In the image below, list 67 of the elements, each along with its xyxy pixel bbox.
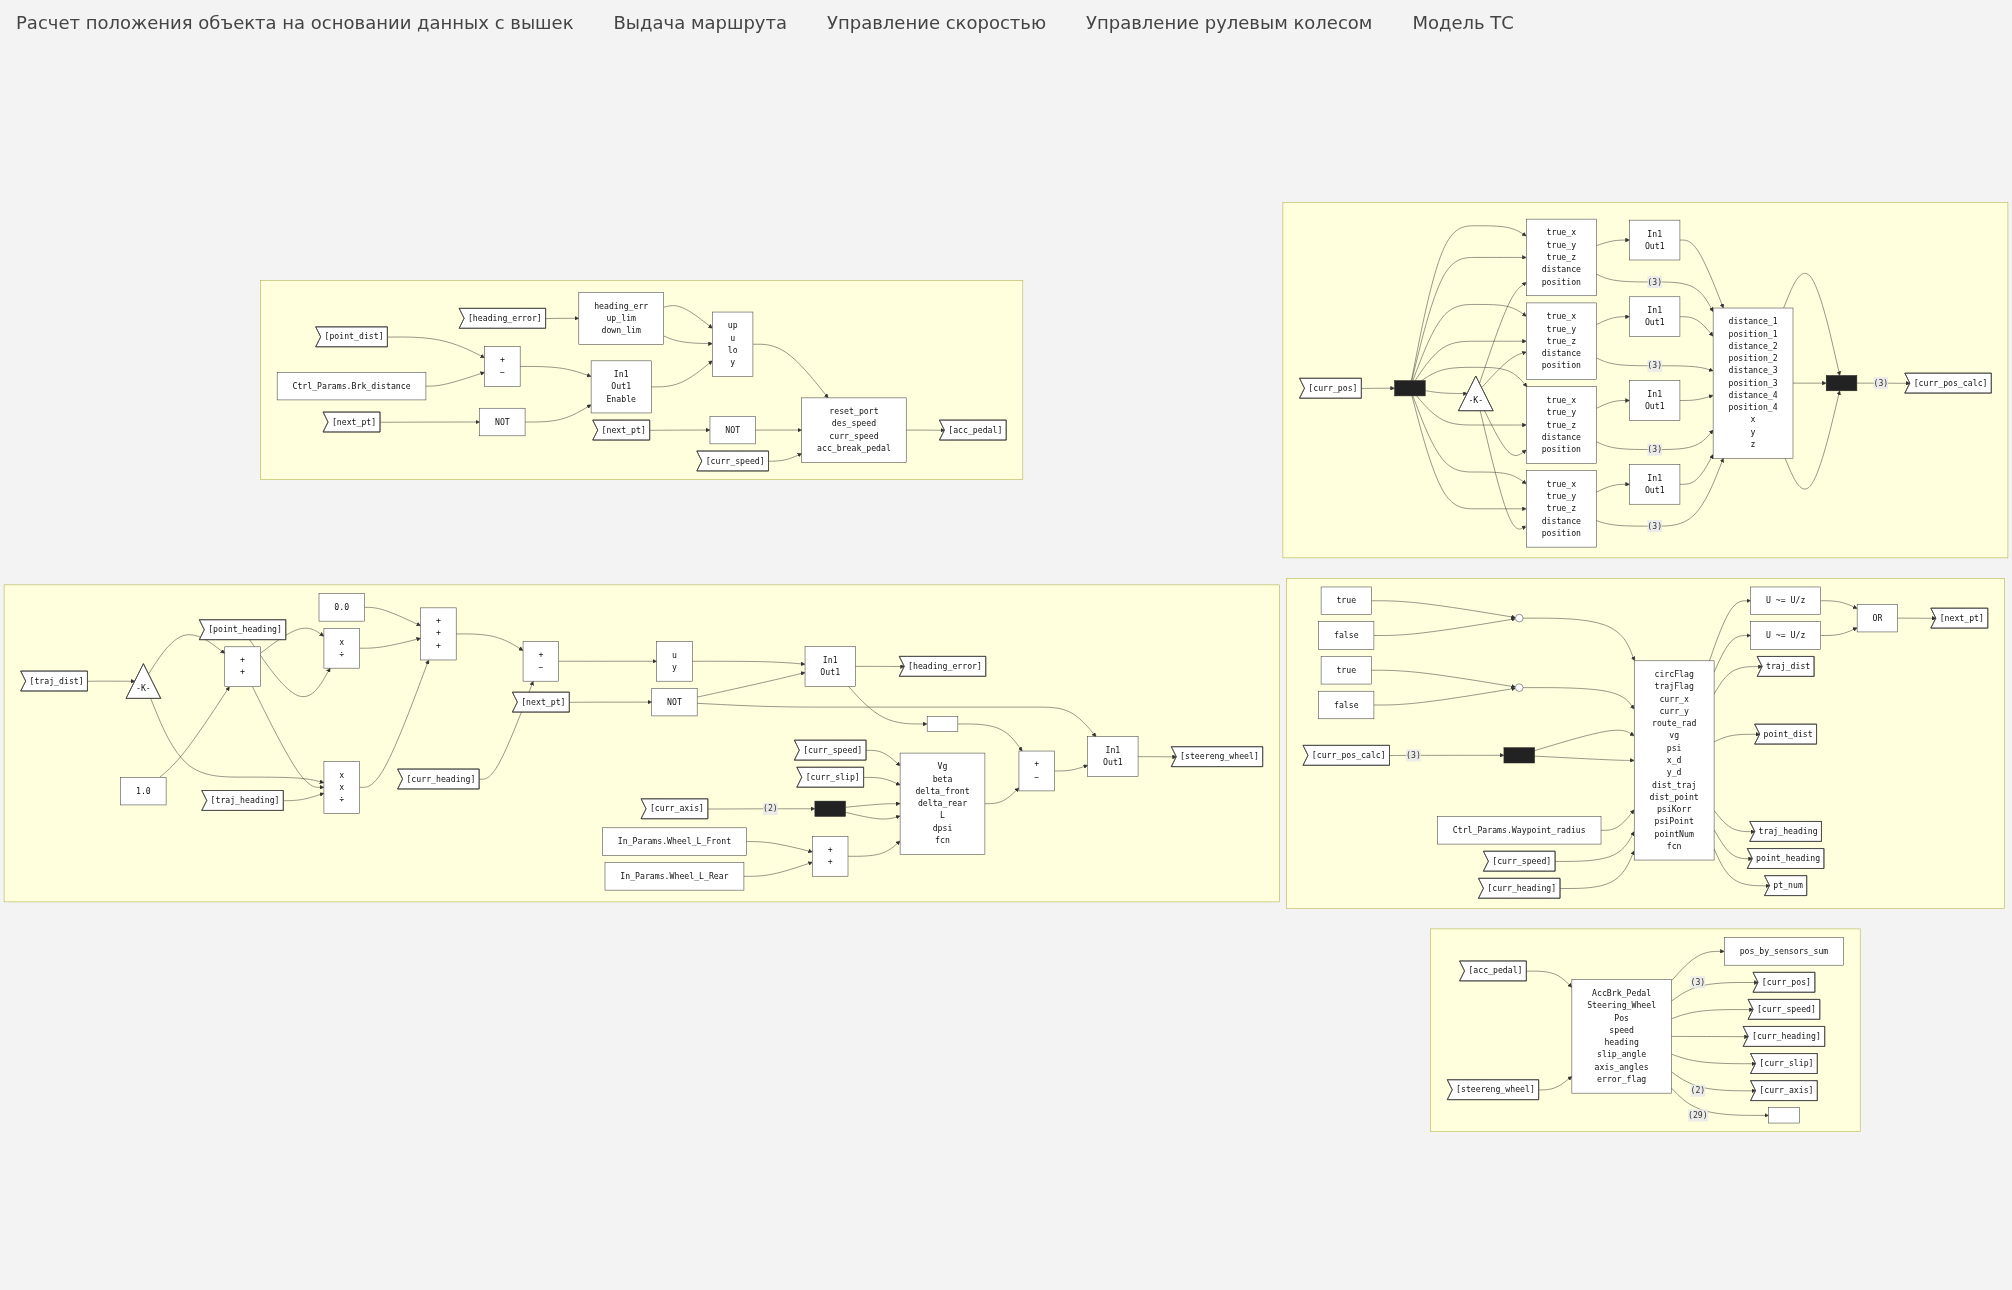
node-bar (1825, 375, 1858, 392)
node-box: Vg beta delta_front delta_rear L dpsi fcn (899, 752, 986, 855)
node-box: NOT (479, 407, 526, 437)
node-box: NOT (709, 416, 756, 445)
node-box: x x ÷ (323, 761, 360, 814)
node-box: In1 Out1 Enable (590, 360, 652, 414)
node-box: In_Params.Wheel_L_Rear (604, 862, 745, 891)
node-box (926, 716, 959, 732)
node-switch (1515, 614, 1524, 623)
section-heading: Управление рулевым колесом (1086, 11, 1373, 33)
edge-label: (3) (1647, 276, 1663, 287)
node-box: distance_1 position_1 distance_2 position_2 distance_3 position_3 distance_4 position_4 x y z (1712, 307, 1794, 459)
node-box: U ~= U/z (1750, 586, 1821, 615)
node-box: x ÷ (323, 628, 360, 669)
edge-label: (2) (1690, 1085, 1706, 1096)
node-box: In1 Out1 (804, 646, 856, 687)
node-box: + + + (420, 607, 457, 661)
node-box: In1 Out1 (1629, 464, 1681, 505)
node-box: AccBrk_Pedal Steering_Wheel Pos speed heading slip_angle axis_angles error_flag (1571, 979, 1672, 1094)
edge-label: (3) (1647, 444, 1663, 455)
edge-label: (3) (1406, 750, 1421, 760)
edge-label: (3) (1690, 977, 1706, 987)
node-box: false (1318, 621, 1375, 650)
node-box: In1 Out1 (1629, 219, 1681, 261)
node-box: + + (224, 646, 261, 687)
node-box: + − (522, 641, 559, 682)
node-bar (1394, 380, 1426, 397)
node-box: In1 Out1 (1087, 736, 1139, 777)
edge-label: (3) (1647, 360, 1663, 371)
node-box: true (1320, 656, 1372, 685)
node-box: In1 Out1 (1629, 380, 1681, 421)
node-box: heading_err up_lim down_lim (578, 292, 664, 345)
node-box: 0.0 (318, 593, 365, 622)
node-box: + − (484, 346, 521, 387)
section-heading: Расчет положения объекта на основании данных с вышек (16, 11, 574, 33)
node-box: NOT (651, 688, 698, 717)
node-box: + − (1018, 750, 1055, 792)
node-bar (814, 800, 846, 817)
node-box: reset_port des_speed curr_speed acc_break_pedal (801, 397, 907, 463)
node-box: circFlag trajFlag curr_x curr_y route_rad vg psi x_d y_d dist_traj dist_point psiKorr psiPoint pointNum fcn (1633, 660, 1715, 861)
section-heading: Управление скоростью (827, 11, 1047, 33)
node-bar (1503, 747, 1535, 764)
node-box: true (1320, 586, 1372, 615)
node-box: U ~= U/z (1750, 621, 1821, 650)
node-switch (1515, 683, 1524, 692)
node-box: true_x true_y true_z distance position (1526, 302, 1597, 380)
section-heading: Выдача маршрута (613, 11, 788, 33)
edge-label: (2) (762, 803, 778, 814)
node-box: Ctrl_Params.Waypoint_radius (1437, 816, 1602, 845)
node-box: + + (812, 836, 849, 877)
edge-label: (29) (1688, 1110, 1708, 1120)
node-box: true_x true_y true_z distance position (1526, 386, 1597, 464)
node-box: true_x true_y true_z distance position (1526, 470, 1597, 548)
node-box: u y (656, 641, 693, 682)
node-box: pos_by_sensors_sum (1724, 937, 1844, 966)
node-box: OR (1856, 604, 1898, 633)
section-heading: Модель ТС (1412, 11, 1514, 33)
node-box: 1.0 (120, 777, 167, 806)
node-box: In_Params.Wheel_L_Front (602, 827, 747, 856)
edge-label: (3) (1873, 378, 1889, 388)
node-box: up u lo y (712, 311, 754, 377)
node-box: true_x true_y true_z distance position (1526, 218, 1597, 297)
node-box (1768, 1107, 1800, 1124)
node-box: Ctrl_Params.Brk_distance (276, 372, 427, 401)
edge-label: (3) (1647, 521, 1663, 531)
node-box: In1 Out1 (1629, 296, 1681, 337)
node-box: false (1318, 690, 1375, 720)
